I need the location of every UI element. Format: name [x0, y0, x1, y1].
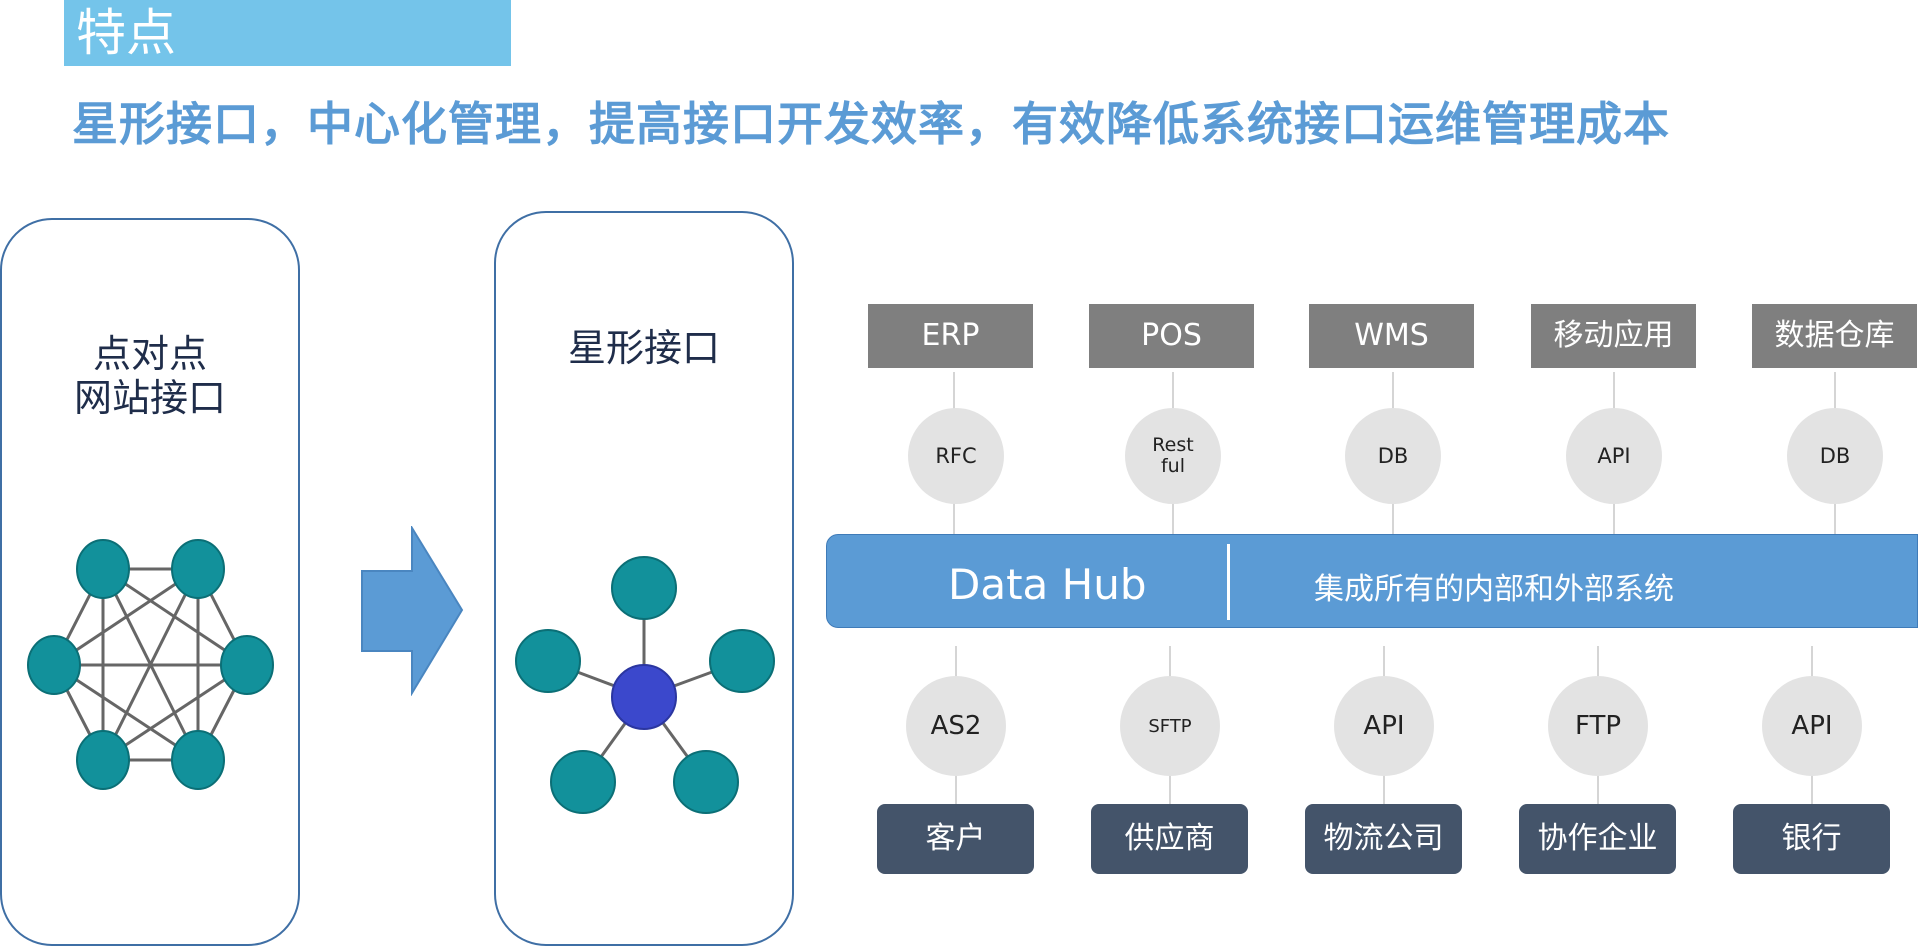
partner-box-logistics: 物流公司 [1305, 804, 1462, 874]
protocol-circle-api: API [1762, 676, 1862, 776]
point-to-point-panel [0, 218, 300, 946]
mesh-node [220, 635, 274, 695]
mesh-network-diagram [27, 539, 274, 790]
mesh-node [171, 730, 225, 790]
system-box-wms: WMS [1309, 304, 1474, 368]
partner-box-supplier: 供应商 [1091, 804, 1248, 874]
protocol-circle-api: API [1334, 676, 1434, 776]
protocol-circle-sftp: SFTP [1120, 676, 1220, 776]
mesh-links [52, 567, 249, 762]
star-leaf-node [611, 556, 677, 620]
point-to-point-label-line2: 网站接口 [73, 376, 226, 420]
mesh-node [76, 730, 130, 790]
protocol-circle-api: API [1566, 408, 1662, 504]
system-box-data-warehouse: 数据仓库 [1752, 304, 1917, 368]
star-interface-label: 星形接口 [567, 326, 720, 370]
section-title-tab: 特点 [64, 0, 511, 66]
mesh-node [27, 635, 81, 695]
protocol-label: DB [1819, 444, 1851, 468]
protocol-label: API [1597, 444, 1631, 468]
point-to-point-label-line1: 点对点 [92, 332, 207, 376]
protocol-label-line1: Rest [1152, 434, 1194, 456]
star-network-diagram [515, 556, 775, 814]
data-hub-description: 集成所有的内部和外部系统 [1314, 572, 1674, 607]
protocol-circle-restful: Rest ful [1125, 408, 1221, 504]
mesh-node [171, 539, 225, 599]
protocol-circle-rfc: RFC [908, 408, 1004, 504]
system-box-mobile-app: 移动应用 [1531, 304, 1696, 368]
star-hub-node [611, 664, 677, 730]
protocol-label: RFC [935, 444, 977, 468]
star-leaf-node [515, 629, 581, 693]
partner-box-bank: 银行 [1733, 804, 1890, 874]
data-hub-bar [826, 534, 1918, 628]
transition-arrow [361, 526, 464, 696]
partner-box-customer: 客户 [877, 804, 1034, 874]
protocol-label-line2: ful [1160, 455, 1185, 477]
partner-box-collaborator: 协作企业 [1519, 804, 1676, 874]
star-leaf-node [550, 750, 616, 814]
point-to-point-label: 点对点 网站接口 [0, 332, 300, 420]
page-subtitle: 星形接口，中心化管理，提高接口开发效率，有效降低系统接口运维管理成本 [72, 97, 1670, 151]
protocol-circle-db: DB [1787, 408, 1883, 504]
data-hub-divider [1227, 544, 1230, 620]
system-box-erp: ERP [868, 304, 1033, 368]
mesh-node [76, 539, 130, 599]
data-hub-title: Data Hub [948, 560, 1147, 609]
star-leaf-node [709, 629, 775, 693]
star-leaf-node [673, 750, 739, 814]
protocol-circle-as2: AS2 [906, 676, 1006, 776]
protocol-circle-db: DB [1345, 408, 1441, 504]
system-box-pos: POS [1089, 304, 1254, 368]
protocol-circle-ftp: FTP [1548, 676, 1648, 776]
protocol-label: DB [1377, 444, 1409, 468]
